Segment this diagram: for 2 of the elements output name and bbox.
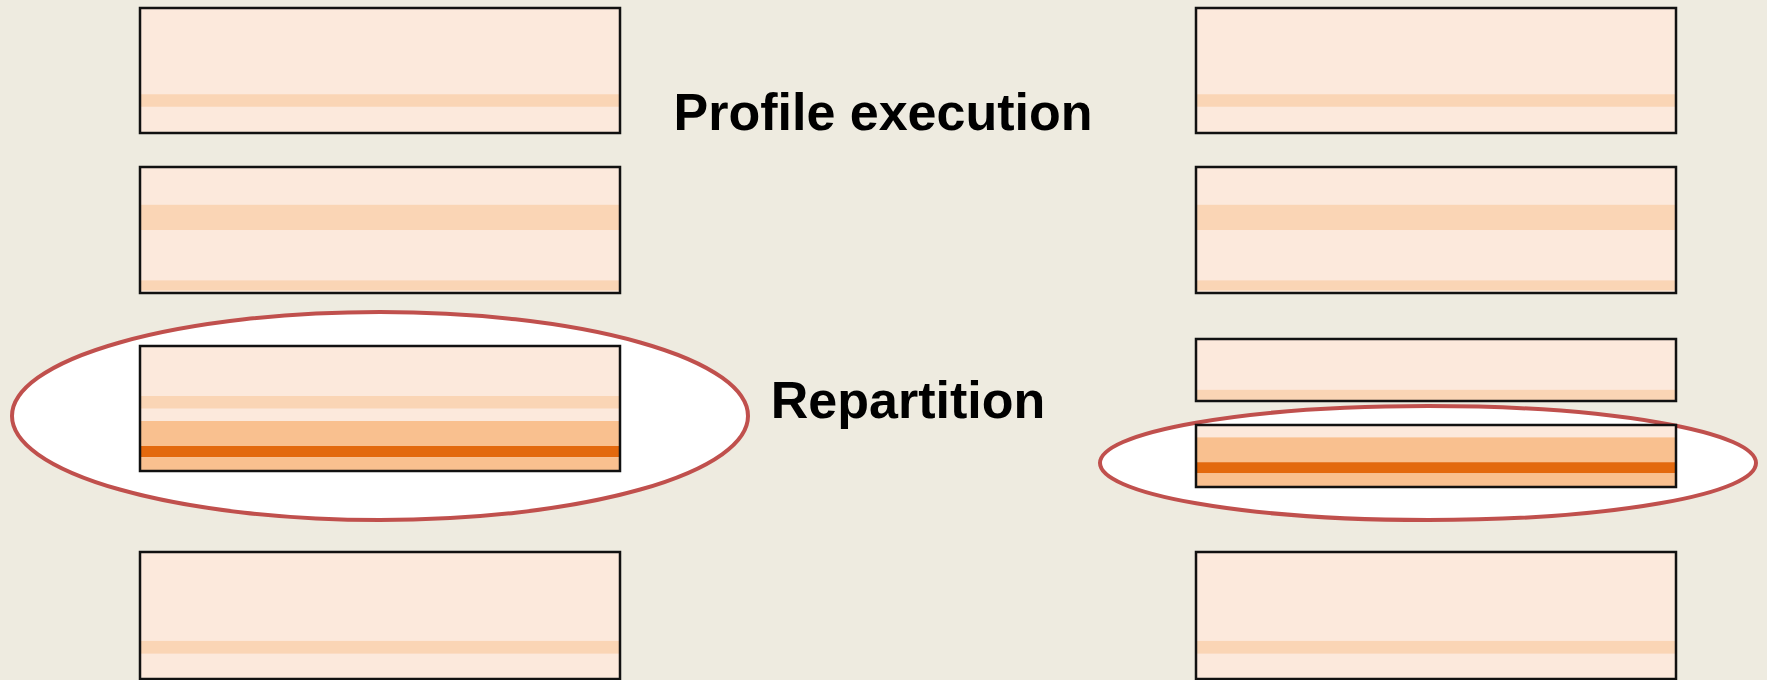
heading-text: Profile execution xyxy=(673,82,1093,142)
heading-text: Repartition xyxy=(770,370,1046,430)
